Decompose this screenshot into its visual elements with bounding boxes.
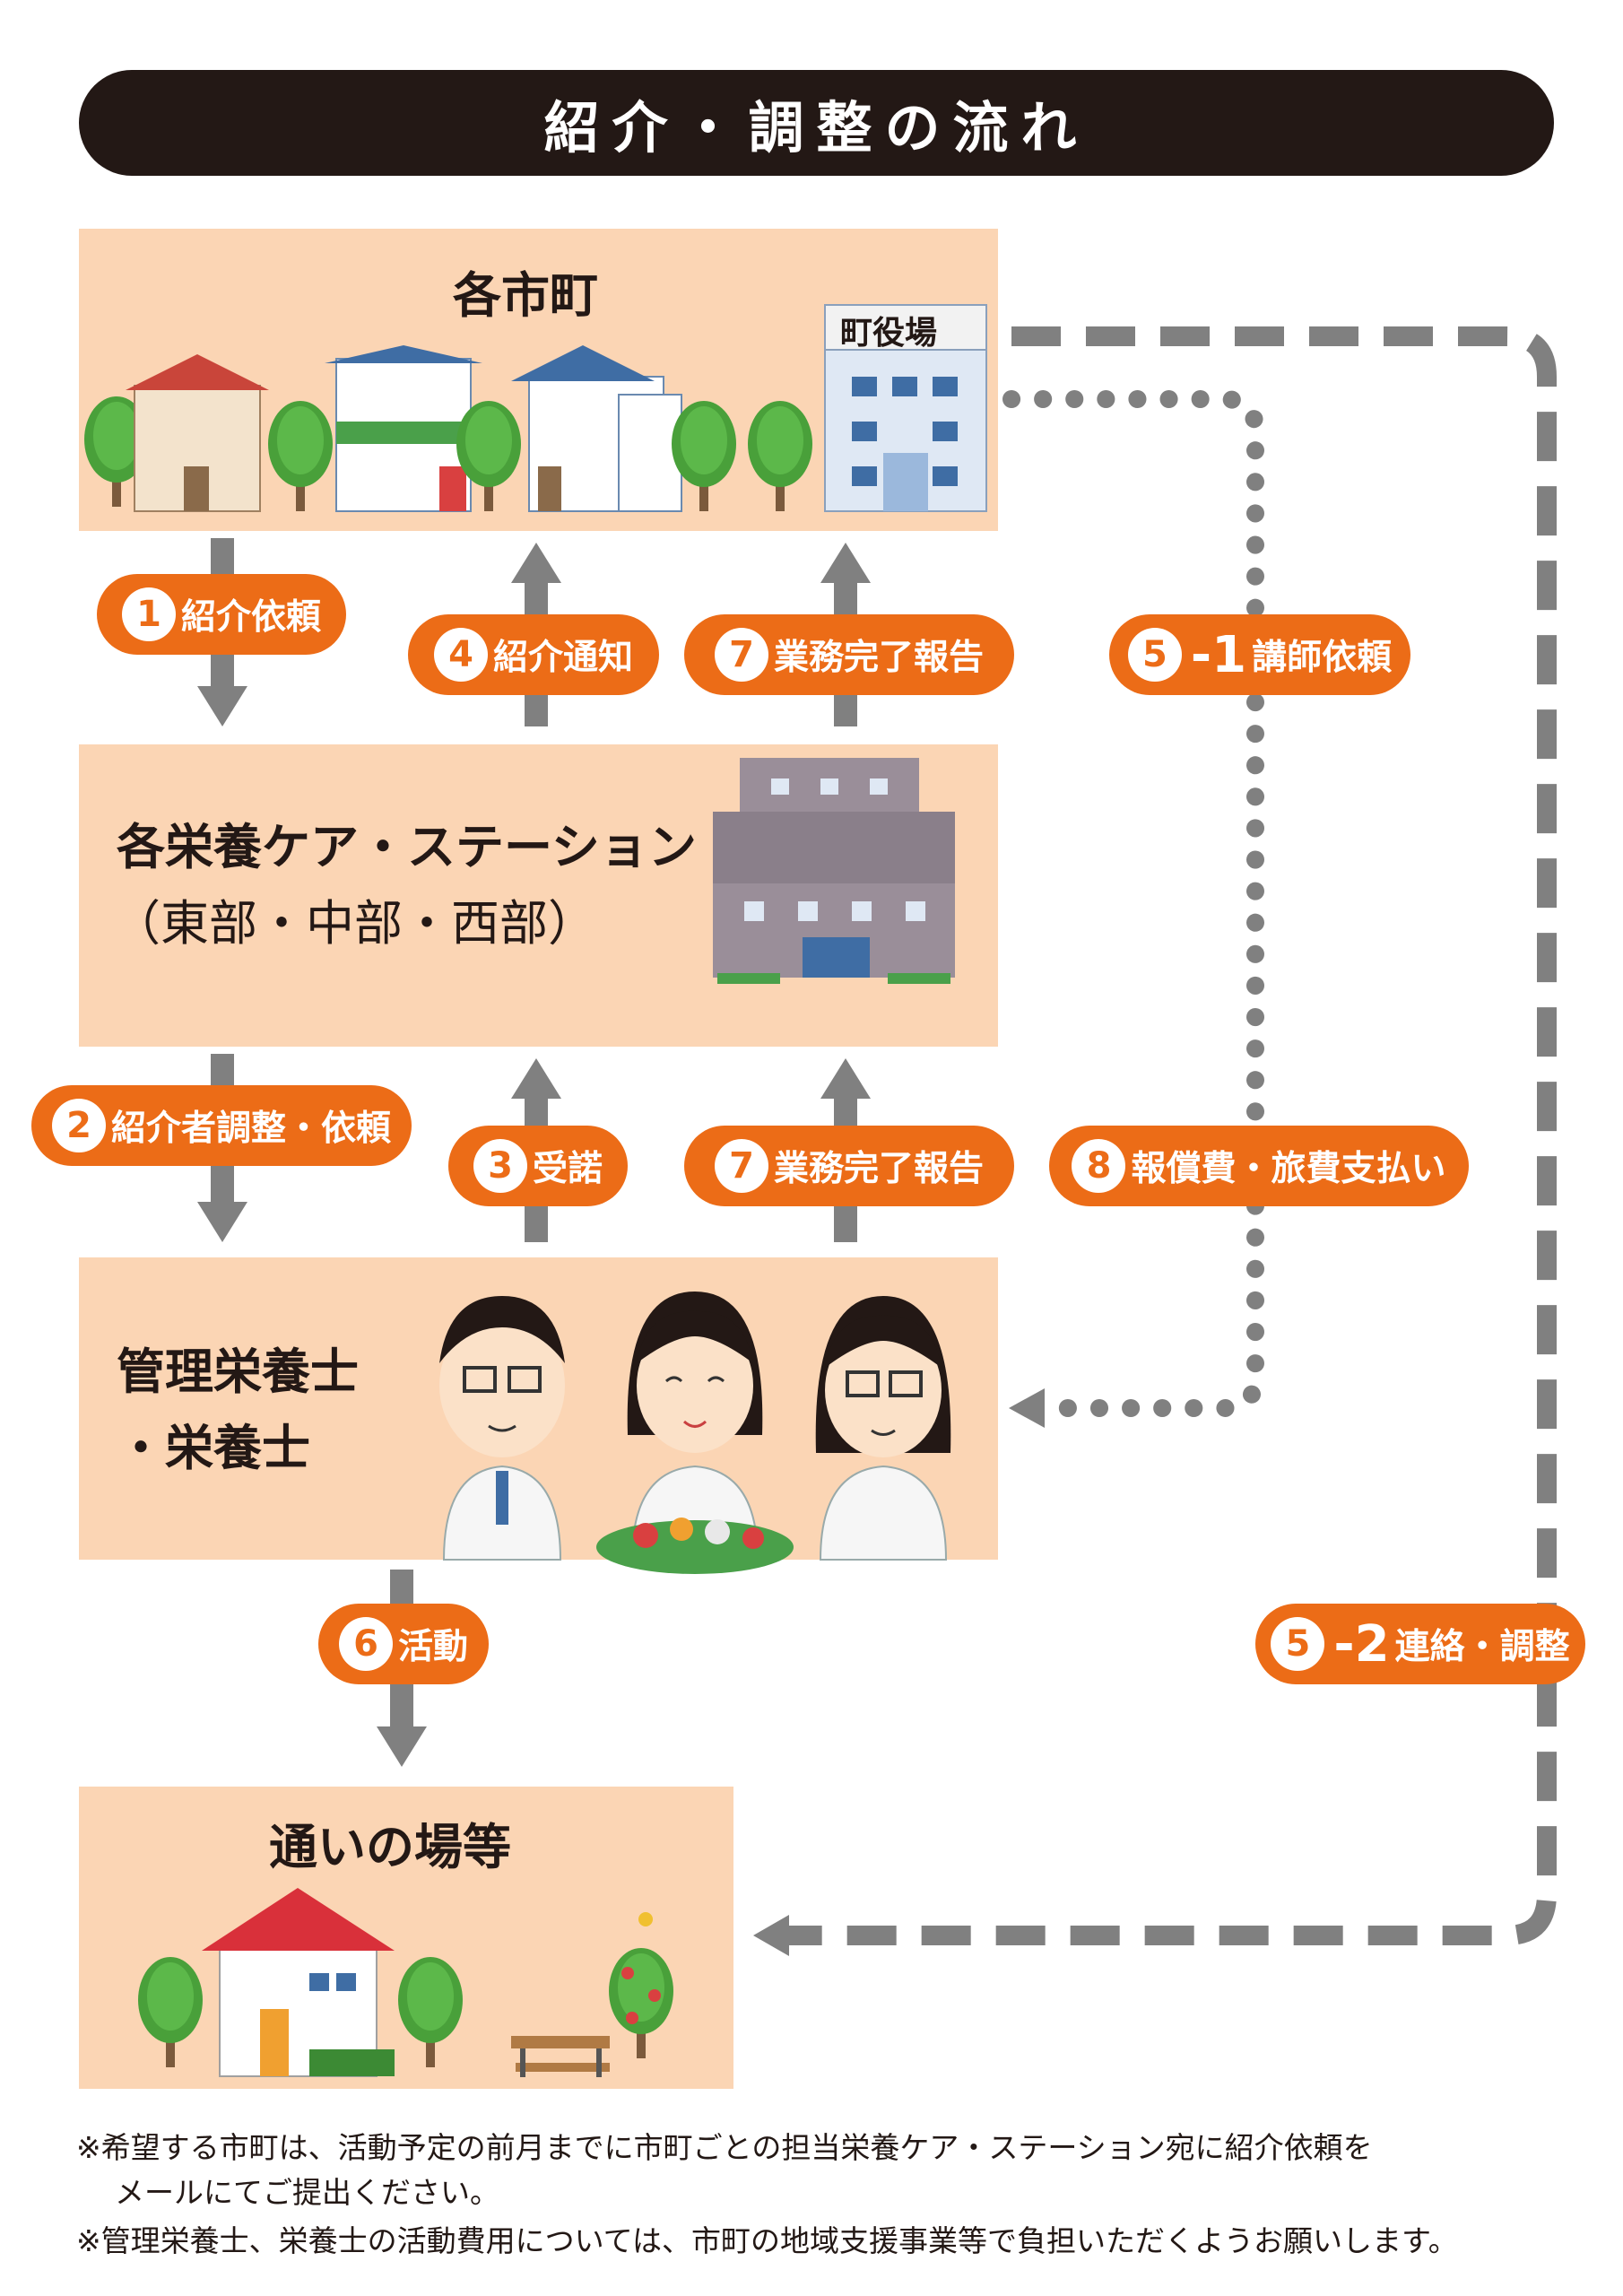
note-line-3: ※管理栄養士、栄養士の活動費用については、市町の地域支援事業等で負担いただくよう…	[76, 2223, 1458, 2258]
step-4-label: 紹介通知	[492, 638, 633, 678]
step-1-label: 紹介依頼	[180, 597, 321, 638]
step-7b-label: 業務完了報告	[773, 1149, 984, 1189]
step-5-2-badge: 5 -2 連絡・調整	[1255, 1604, 1585, 1684]
step-2-badge: 2 紹介者調整・依頼	[31, 1085, 412, 1166]
diagram-title: 紹介・調整の流れ	[543, 95, 1089, 161]
houses-illustration	[84, 304, 987, 512]
step-2-number: 2	[51, 1099, 106, 1152]
municipality-title: 各市町	[453, 267, 598, 324]
step-7a-number: 7	[714, 628, 768, 682]
station-title-line2: （東部・中部・西部）	[112, 895, 596, 952]
dietitian-title-line1: 管理栄養士	[117, 1344, 359, 1400]
step-7a-badge: 7 業務完了報告	[684, 614, 1014, 695]
note-line-1: ※希望する市町は、活動予定の前月までに市町ごとの担当栄養ケア・ステーション宛に紹…	[76, 2130, 1373, 2165]
step-3-label: 受諾	[532, 1149, 603, 1189]
dotted-route-5-1	[1002, 390, 1264, 1428]
step-6-label: 活動	[397, 1627, 468, 1667]
step-7b-number: 7	[714, 1139, 768, 1193]
station-title-line1: 各栄養ケア・ステーション	[117, 819, 697, 875]
venue-title: 通いの場等	[269, 1819, 511, 1875]
step-5-2-number: 5	[1271, 1617, 1325, 1671]
step-6-badge: 6 活動	[318, 1604, 489, 1684]
step-6-number: 6	[338, 1617, 393, 1671]
venue-illustration	[138, 1888, 673, 2077]
step-4-number: 4	[433, 628, 488, 682]
venue-box	[79, 1787, 733, 2089]
dietitians-illustration	[439, 1292, 951, 1574]
dashed-route-5-2	[753, 326, 1557, 1956]
step-5-1-number: 5	[1127, 628, 1182, 682]
step-5-2-label: 連絡・調整	[1394, 1627, 1570, 1667]
step-8-number: 8	[1072, 1139, 1126, 1193]
step-5-2-sub: -2	[1333, 1614, 1390, 1674]
step-1-number: 1	[121, 587, 176, 641]
note-line-2: メールにてご提出ください。	[115, 2175, 499, 2210]
step-5-1-badge: 5 -1 講師依頼	[1109, 614, 1410, 695]
step-7a-label: 業務完了報告	[773, 638, 984, 678]
step-3-number: 3	[473, 1139, 527, 1193]
step-7b-badge: 7 業務完了報告	[684, 1126, 1014, 1206]
dietitian-title-line2: ・栄養士	[117, 1420, 310, 1476]
step-8-label: 報償費・旅費支払い	[1131, 1149, 1446, 1189]
step-1-badge: 1 紹介依頼	[97, 574, 346, 655]
step-4-badge: 4 紹介通知	[408, 614, 659, 695]
step-5-1-label: 講師依頼	[1252, 638, 1393, 678]
step-5-1-sub: -1	[1190, 625, 1247, 684]
title-bar: 紹介・調整の流れ	[79, 70, 1554, 176]
step-3-badge: 3 受諾	[448, 1126, 628, 1206]
cityhall-sign: 町役場	[840, 315, 938, 352]
station-building-illustration	[713, 758, 955, 984]
step-8-badge: 8 報償費・旅費支払い	[1049, 1126, 1469, 1206]
step-2-label: 紹介者調整・依頼	[110, 1109, 391, 1149]
